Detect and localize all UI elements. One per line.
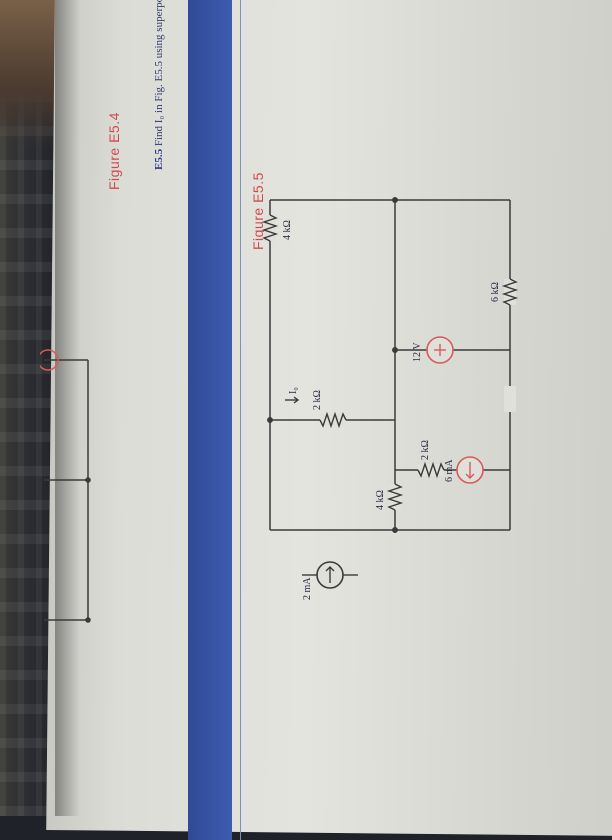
- label-12V: 12 V: [412, 342, 423, 362]
- label-4k-left: 4 kΩ: [375, 490, 386, 510]
- label-2mA: 2 mA: [302, 577, 313, 600]
- junction-dot: [393, 198, 397, 202]
- label-2k-mid: 2 kΩ: [312, 390, 323, 410]
- junction-dot: [268, 418, 272, 422]
- junction-dot: [393, 528, 397, 532]
- label-2k-top: 2 kΩ: [420, 440, 431, 460]
- label-io: I₀: [288, 387, 299, 394]
- resistor-bg: [504, 386, 516, 412]
- label-6mA: 6 mA: [444, 459, 455, 482]
- rotated-page-content: Figure E5.4 E5.5 Find I₀ in Fig. E5.5 us…: [40, 0, 600, 840]
- junction-dot: [393, 348, 397, 352]
- label-4k-right: 4 kΩ: [282, 220, 293, 240]
- label-6k: 6 kΩ: [490, 282, 501, 302]
- figure-e5-5-circuit: 6 mA 6 kΩ 2 kΩ 12 V 4 kΩ 4 kΩ 2 kΩ 2 mA …: [40, 0, 600, 840]
